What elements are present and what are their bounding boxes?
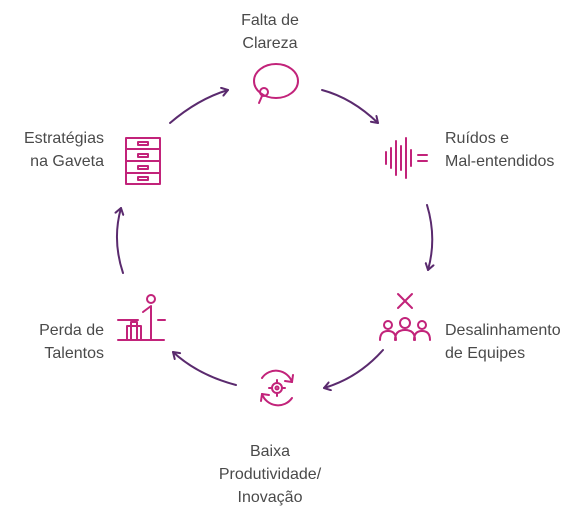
label-ruidos: Ruídos e Mal-entendidos bbox=[445, 130, 555, 170]
cycle-gear-icon bbox=[260, 369, 294, 407]
arrow-baixa-to-perda bbox=[172, 351, 237, 386]
arrow-perda-to-estrategias bbox=[114, 207, 125, 274]
label-falta-clareza: Falta de Clareza bbox=[241, 12, 299, 52]
file-drawer-icon bbox=[125, 137, 161, 185]
arrow-ruidos-to-desalinhamento bbox=[424, 204, 435, 271]
label-baixa-produtividade: Baixa Produtividade/ Inovação bbox=[218, 443, 322, 506]
team-misaligned-icon bbox=[379, 293, 431, 341]
label-desalinhamento: Desalinhamento de Equipes bbox=[445, 322, 561, 362]
arrow-estrategias-to-clareza bbox=[169, 86, 229, 124]
arrow-clareza-to-ruidos bbox=[321, 89, 379, 124]
speech-bubble-icon bbox=[253, 63, 299, 104]
label-perda-talentos: Perda de Talentos bbox=[39, 322, 104, 362]
sound-wave-icon bbox=[385, 137, 428, 179]
label-estrategias-gaveta: Estratégias na Gaveta bbox=[23, 130, 104, 170]
person-leaving-icon bbox=[117, 294, 166, 341]
arrow-desalinhamento-to-baixa bbox=[323, 349, 384, 392]
